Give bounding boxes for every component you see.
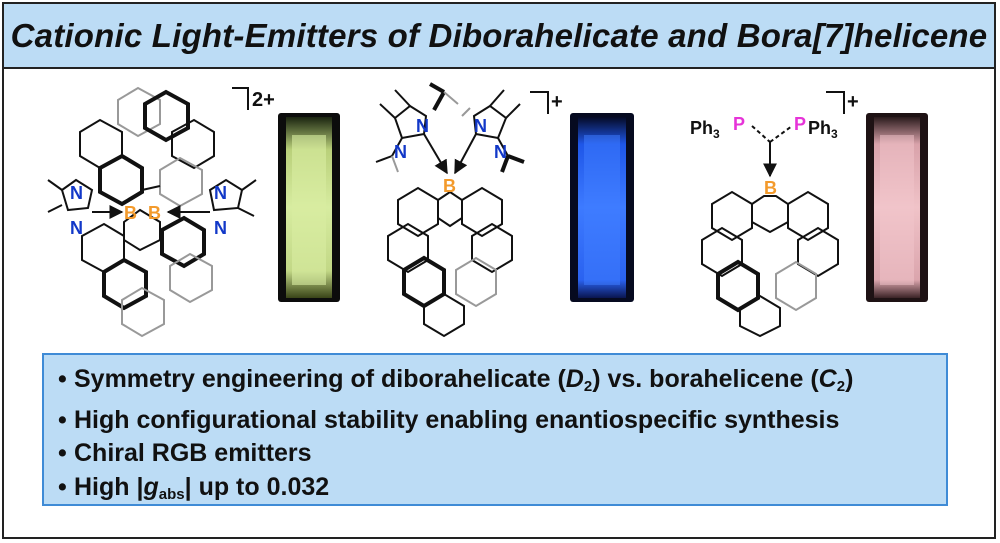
nitrogen-label: N	[214, 183, 227, 203]
ph3-label: Ph3	[690, 118, 720, 141]
bracket	[826, 91, 845, 114]
vial-pink-emission	[866, 113, 928, 302]
nitrogen-label: N	[214, 218, 227, 238]
boron-label: B	[124, 203, 137, 223]
ph3-label: Ph3	[808, 118, 838, 141]
bracket	[232, 87, 249, 110]
boron-label: B	[764, 178, 777, 198]
nitrogen-label: N	[474, 116, 487, 136]
title-banner: Cationic Light-Emitters of Diborahelicat…	[2, 2, 996, 69]
borahelicene-nhc-structure	[375, 82, 525, 338]
boron-label: B	[148, 203, 161, 223]
finding-symmetry: •Symmetry engineering of diborahelicate …	[58, 365, 854, 395]
diborahelicate-structure	[47, 86, 257, 338]
nitrogen-label: N	[416, 116, 429, 136]
charge-label: +	[551, 91, 563, 113]
phosphorus-label: P	[794, 114, 806, 134]
vial-green-emission	[278, 113, 340, 302]
boron-label: B	[443, 176, 456, 196]
chemical-structures-figure: N N N N B B 2+	[47, 82, 928, 338]
vial-blue-emission	[570, 113, 634, 302]
nitrogen-label: N	[394, 142, 407, 162]
borahelicene-cdp-structure	[701, 125, 839, 338]
charge-label: +	[847, 91, 859, 113]
finding-gabs: •High |gabs| up to 0.032	[58, 472, 330, 503]
nitrogen-label: N	[494, 142, 507, 162]
phosphorus-label: P	[733, 114, 745, 134]
charge-label: 2+	[252, 89, 275, 111]
key-findings-box: •Symmetry engineering of diborahelicate …	[42, 353, 948, 506]
finding-stability: •High configurational stability enabling…	[58, 405, 840, 434]
page-title: Cationic Light-Emitters of Diborahelicat…	[10, 16, 988, 54]
nitrogen-label: N	[70, 183, 83, 203]
nitrogen-label: N	[70, 218, 83, 238]
bracket	[530, 91, 549, 114]
finding-rgb: •Chiral RGB emitters	[58, 439, 312, 467]
